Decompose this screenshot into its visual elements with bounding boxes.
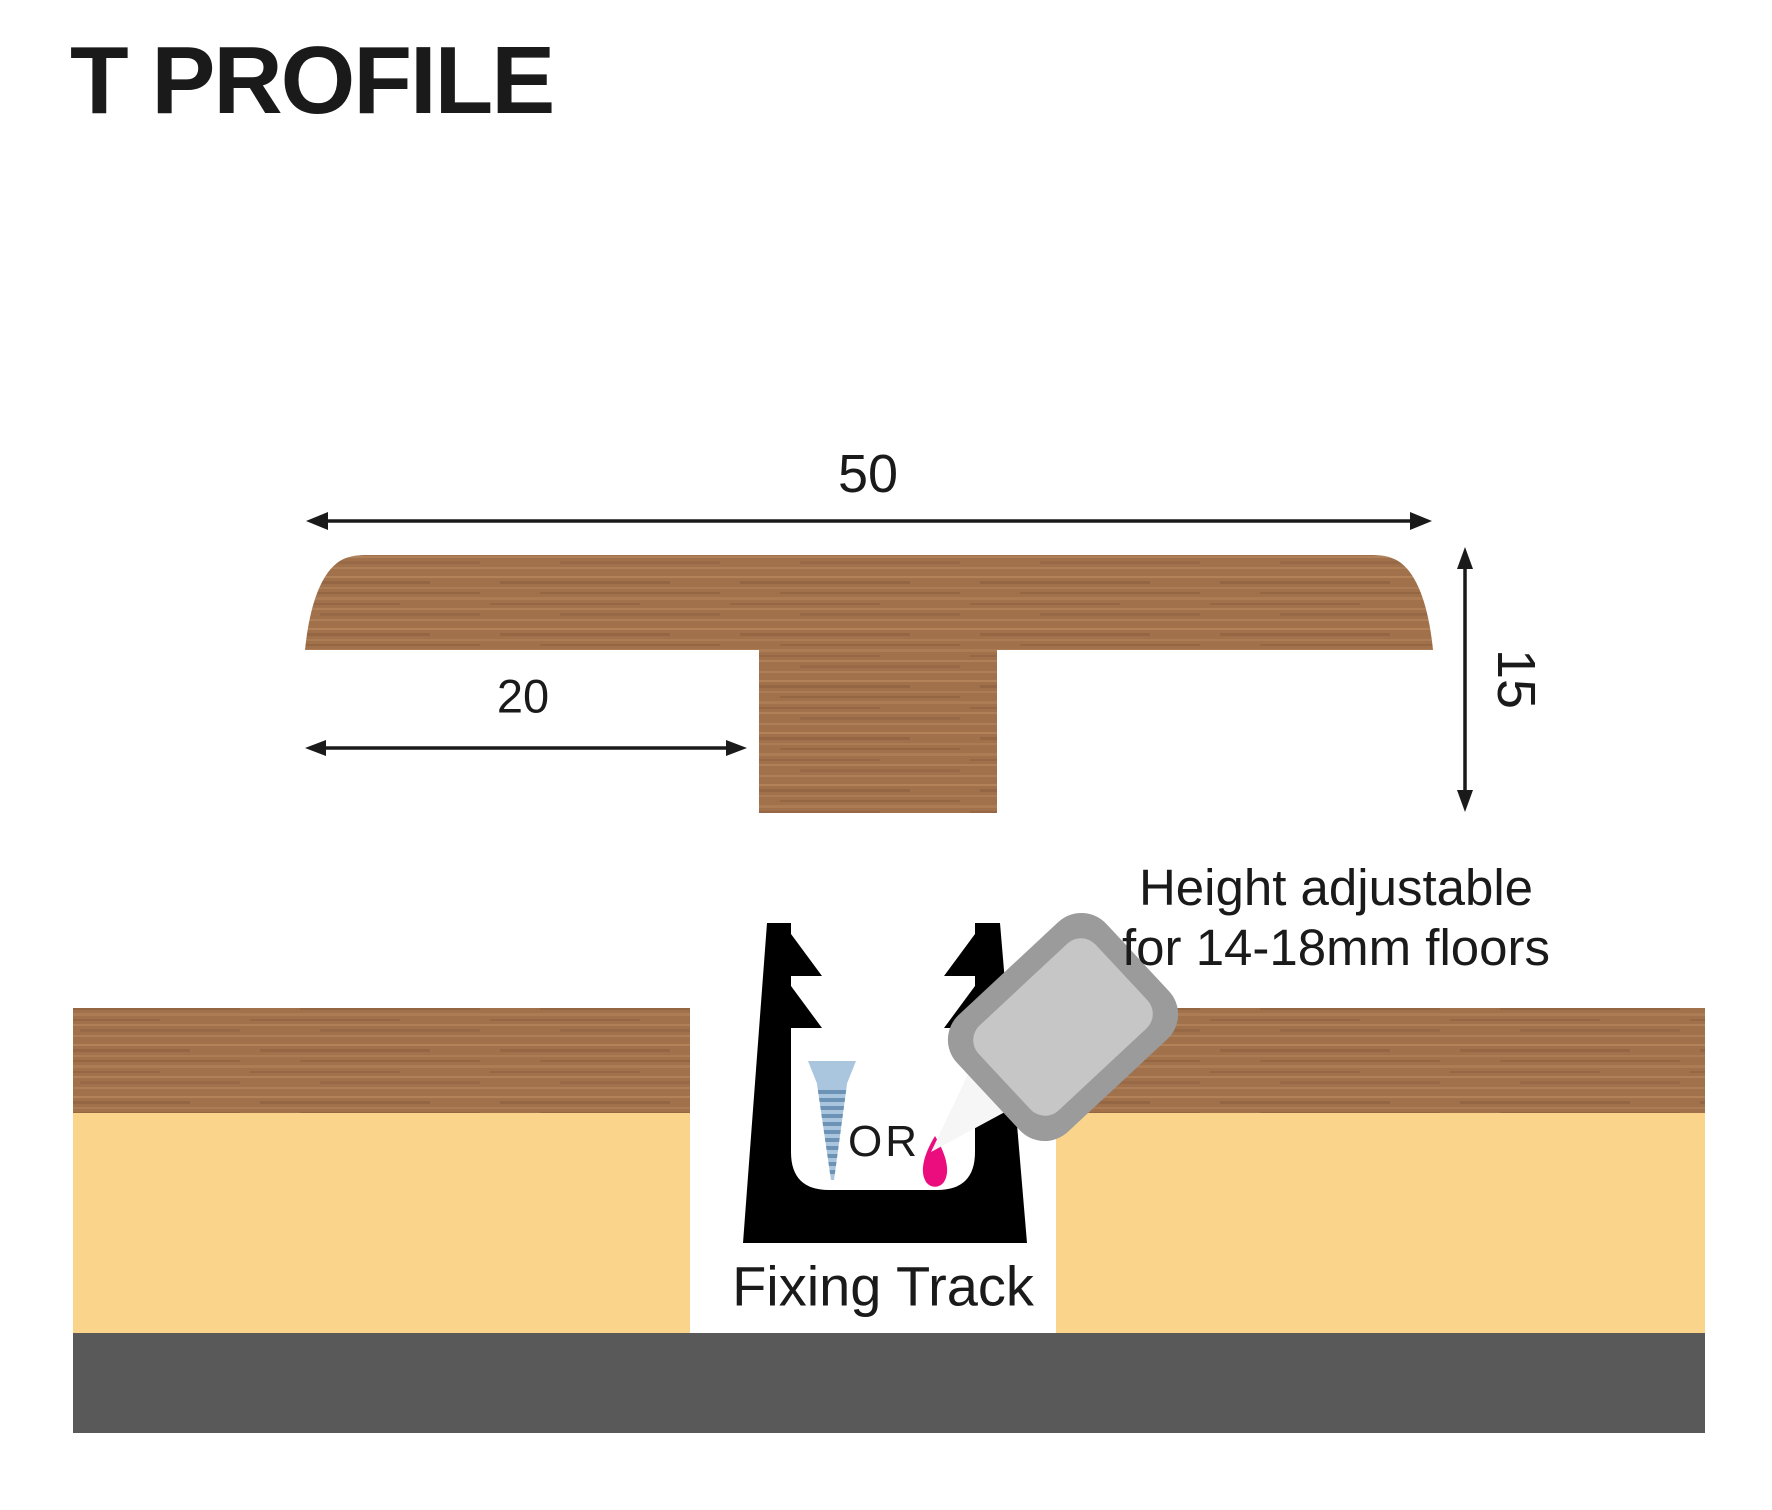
dim-width-label: 50	[837, 444, 899, 504]
note-line-1: Height adjustable	[1138, 859, 1534, 916]
dim-arrow-height-15	[1457, 547, 1473, 812]
dim-arrow-left-20	[305, 740, 747, 756]
fixing-track-label: Fixing Track	[732, 1254, 1034, 1318]
height-adjustable-note: Height adjustable for 14-18mm floors	[1122, 858, 1550, 978]
profile-top-bar	[305, 555, 1433, 650]
subfloor-slab	[73, 1333, 1705, 1433]
floor-cutaway	[73, 1008, 1705, 1433]
or-label: OR	[848, 1117, 920, 1166]
note-line-2: for 14-18mm floors	[1122, 919, 1550, 976]
right-underlay	[1056, 1113, 1705, 1333]
dim-arrow-width-50	[306, 512, 1432, 530]
glue-drop-icon	[922, 1136, 948, 1187]
left-underlay	[73, 1113, 690, 1333]
left-floor-plank	[73, 1008, 690, 1113]
glue-bottle-icon	[947, 912, 1179, 1142]
t-profile-shape	[305, 555, 1433, 813]
dim-height-label: 15	[1486, 648, 1546, 710]
page-title: T PROFILE	[70, 27, 555, 134]
dim-left-label: 20	[496, 669, 550, 723]
profile-stem	[759, 649, 997, 813]
